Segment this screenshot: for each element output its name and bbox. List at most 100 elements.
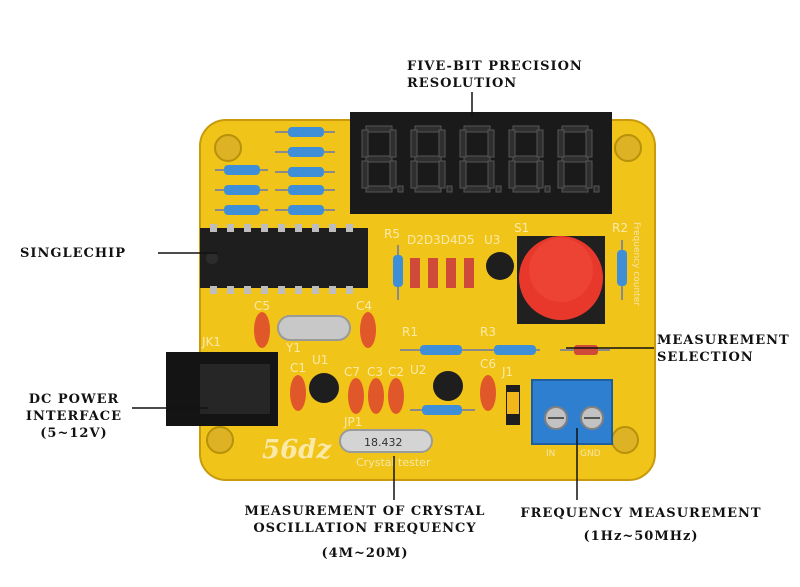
display-segment: [512, 155, 540, 163]
chip-pin: [346, 286, 353, 294]
display-segment: [389, 129, 397, 158]
diode-small: [574, 345, 598, 355]
chip-pin: [261, 224, 268, 232]
display-segment: [414, 185, 442, 193]
label-d-group: D2D3D4D5: [407, 233, 475, 247]
label-jp1: JP1: [343, 415, 362, 429]
display-decimal-point: [593, 185, 600, 193]
display-segment: [438, 129, 446, 158]
display-segment: [459, 129, 467, 158]
capacitor-c1: [290, 375, 306, 411]
display-segment: [410, 160, 418, 189]
display-segment: [365, 155, 393, 163]
display-segment: [389, 160, 397, 189]
callout-measurement-selection: MEASUREMENT SELECTION: [657, 332, 790, 366]
chip-notch: [206, 252, 218, 264]
display-segment: [561, 185, 589, 193]
resistor: [288, 167, 324, 177]
display-decimal-point: [544, 185, 551, 193]
chip-pin: [261, 286, 268, 294]
mounting-hole: [206, 426, 234, 454]
display-segment: [536, 160, 544, 189]
chip-pin: [329, 286, 336, 294]
chip-pin: [227, 224, 234, 232]
callout-crystal: MEASUREMENT OF CRYSTAL OSCILLATION FREQU…: [228, 503, 502, 562]
label-y1: Y1: [285, 341, 301, 355]
label-r2: R2: [612, 221, 628, 235]
resistor: [288, 205, 324, 215]
chip-pin: [244, 286, 251, 294]
crystal-marking: 18.432: [364, 436, 403, 449]
callout-dc-power-line2: INTERFACE: [25, 409, 123, 424]
display-segment: [438, 160, 446, 189]
resistor: [224, 205, 260, 215]
resistor: [224, 165, 260, 175]
display-segment: [361, 129, 369, 158]
display-segment: [414, 155, 442, 163]
brand-logo: 56dz: [262, 435, 332, 465]
resistor: [288, 127, 324, 137]
chip-pin: [210, 224, 217, 232]
callout-crystal-line2: OSCILLATION FREQUENCY: [253, 521, 477, 536]
display-segment: [361, 160, 369, 189]
display-segment: [557, 160, 565, 189]
resistor: [288, 147, 324, 157]
resistor-r2: [617, 250, 627, 286]
label-r3: R3: [480, 325, 496, 339]
silkscreen-frequency-counter: Frequency counter: [631, 222, 641, 306]
transistor-u1: [309, 373, 339, 403]
chip-pin: [227, 286, 234, 294]
display-segment: [487, 129, 495, 158]
callout-singlechip: SINGLECHIP: [20, 245, 126, 262]
label-c3: C3: [367, 365, 383, 379]
label-u1: U1: [312, 353, 328, 367]
mounting-hole: [614, 134, 642, 162]
label-c7: C7: [344, 365, 360, 379]
display-segment: [463, 125, 491, 133]
display-segment: [585, 129, 593, 158]
callout-dc-power-line1: DC POWER: [28, 392, 120, 407]
chip-pins: [210, 224, 353, 294]
display-segment: [508, 129, 516, 158]
display-decimal-point: [446, 185, 453, 193]
callout-dc-power-line3: (5~12V): [40, 426, 108, 441]
label-c2: C2: [388, 365, 404, 379]
test-crystal: [339, 429, 433, 453]
callout-frequency: FREQUENCY MEASUREMENT (1Hz~50MHz): [510, 505, 772, 545]
label-c1: C1: [290, 361, 306, 375]
chip-pin: [210, 286, 217, 294]
transistor-u2: [433, 371, 463, 401]
jumper-j1-cap: [507, 392, 519, 414]
mounting-hole: [611, 426, 639, 454]
display-segment: [512, 125, 540, 133]
capacitor-c6: [480, 375, 496, 411]
display-segment: [487, 160, 495, 189]
callout-display: FIVE-BIT PRECISION RESOLUTION: [407, 58, 583, 92]
resistor-r1: [420, 345, 462, 355]
resistor: [288, 185, 324, 195]
display-segment: [410, 129, 418, 158]
chip-pin: [346, 224, 353, 232]
display-segment: [414, 125, 442, 133]
label-in: IN: [546, 449, 555, 459]
chip-pin: [312, 286, 319, 294]
callout-dc-power: DC POWER INTERFACE (5~12V): [18, 391, 130, 442]
callout-measurement-selection-line2: SELECTION: [657, 350, 754, 365]
label-c6: C6: [480, 357, 496, 371]
callout-display-line1: FIVE-BIT PRECISION: [407, 59, 583, 74]
capacitor-c7: [348, 378, 364, 414]
callout-singlechip-label: SINGLECHIP: [20, 246, 126, 261]
callout-frequency-line1: FREQUENCY MEASUREMENT: [520, 506, 762, 521]
crystal-y1: [277, 315, 351, 341]
capacitor-c5: [254, 312, 270, 348]
chip-pin: [278, 286, 285, 294]
chip-pin: [329, 224, 336, 232]
display-segment: [365, 185, 393, 193]
display-segment: [536, 129, 544, 158]
label-u2: U2: [410, 363, 426, 377]
leader-lines: [132, 92, 654, 500]
label-c4: C4: [356, 299, 372, 313]
callout-crystal-line3: (4M~20M): [321, 546, 409, 561]
display-segment: [365, 125, 393, 133]
callout-display-line2: RESOLUTION: [407, 76, 518, 91]
